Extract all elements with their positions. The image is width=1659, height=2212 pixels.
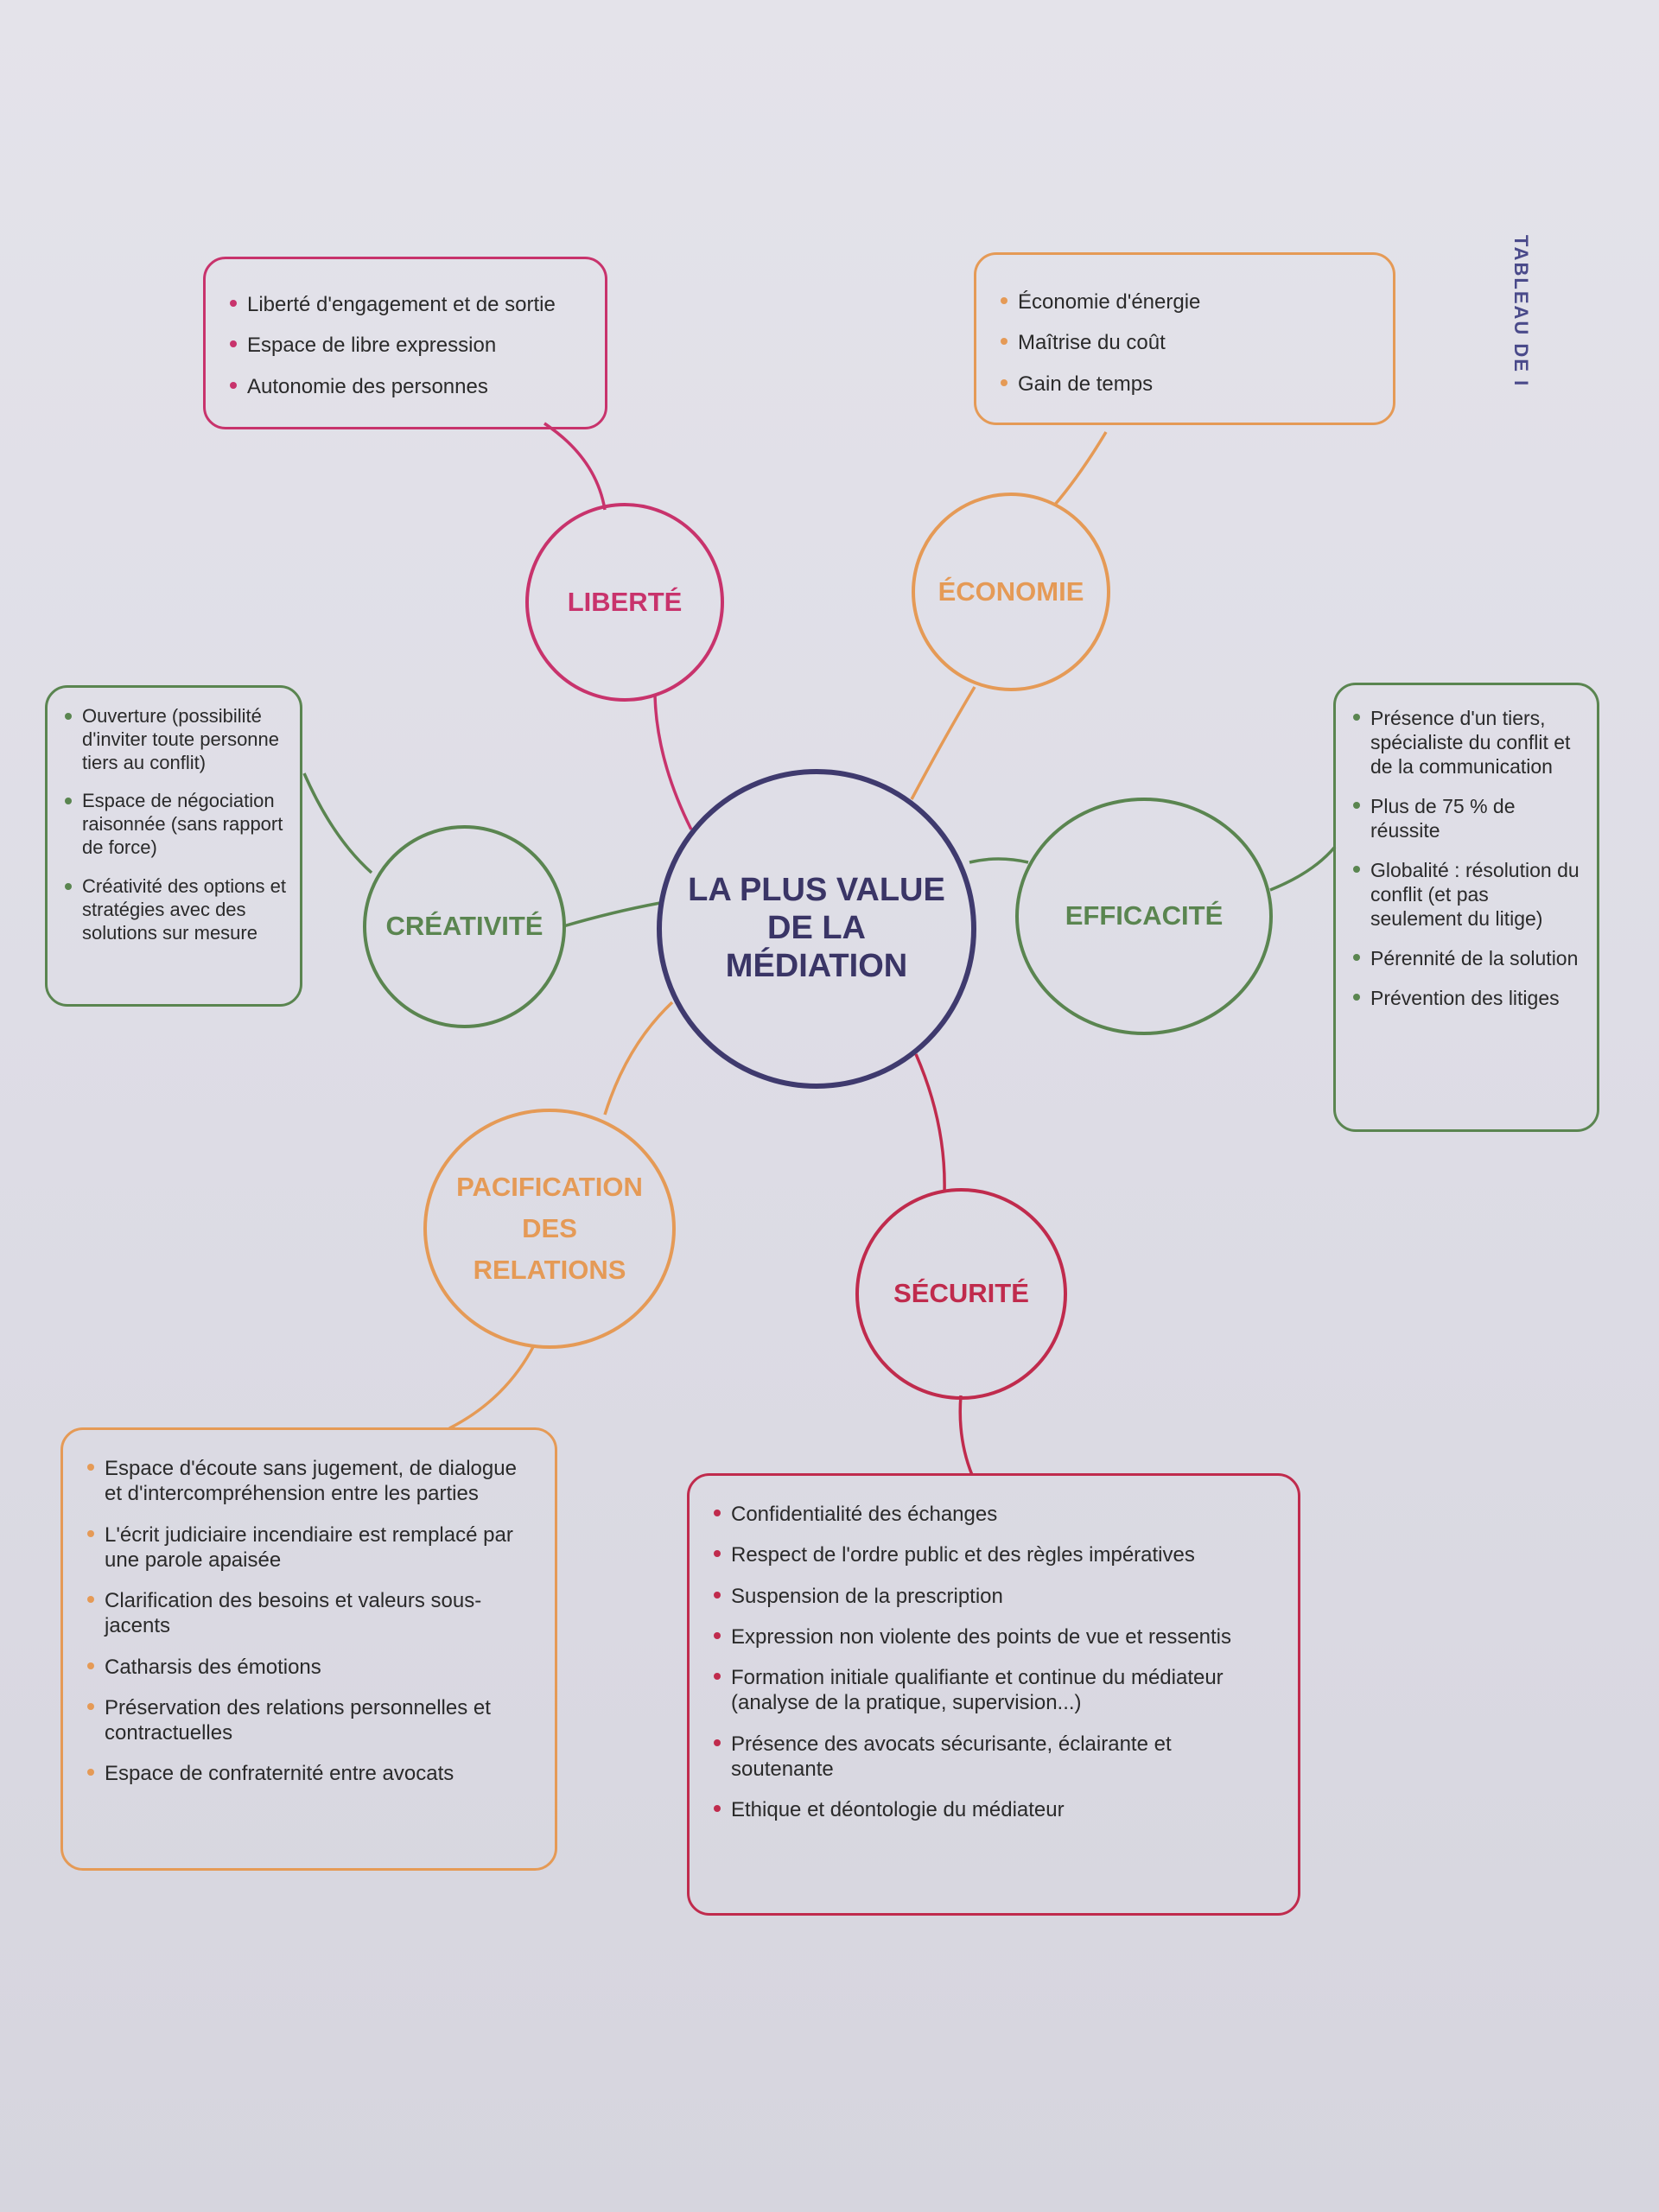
node-creativite-label: CRÉATIVITÉ — [385, 911, 543, 942]
securite-item: Présence des avocats sécurisante, éclair… — [712, 1732, 1277, 1783]
liberte-item: Liberté d'engagement et de sortie — [228, 292, 588, 317]
economie-item: Gain de temps — [999, 372, 1376, 397]
side-label-text: TABLEAU DE I — [1510, 234, 1532, 388]
connector-creativite-box — [302, 772, 373, 874]
node-efficacite: EFFICACITÉ — [1015, 798, 1273, 1035]
node-liberte: LIBERTÉ — [525, 503, 724, 702]
connector-pacification-box — [448, 1344, 536, 1430]
pacification-item: Catharsis des émotions — [86, 1655, 534, 1680]
pacification-item: Espace de confraternité entre avocats — [86, 1761, 534, 1786]
efficacite-item: Pérennité de la solution — [1351, 946, 1585, 970]
pacification-item: Espace d'écoute sans jugement, de dialog… — [86, 1456, 534, 1507]
connector-creativite-center — [563, 901, 661, 928]
efficacite-item: Présence d'un tiers, spécialiste du conf… — [1351, 706, 1585, 779]
node-efficacite-label: EFFICACITÉ — [1065, 900, 1224, 931]
liberte-item: Autonomie des personnes — [228, 374, 588, 399]
center-node: LA PLUS VALUE DE LA MÉDIATION — [657, 769, 976, 1089]
box-efficacite: Présence d'un tiers, spécialiste du conf… — [1333, 683, 1599, 1132]
securite-item: Confidentialité des échanges — [712, 1502, 1277, 1527]
connector-economie-box — [1052, 431, 1108, 507]
creativite-item: Espace de négociation raisonnée (sans ra… — [63, 790, 288, 859]
connector-efficacite-box — [1269, 845, 1337, 892]
securite-item: Ethique et déontologie du médiateur — [712, 1797, 1277, 1822]
box-creativite: Ouverture (possibilité d'inviter toute p… — [45, 685, 302, 1007]
connector-liberte-box — [543, 422, 607, 511]
node-pacification-label: PACIFICATION DES RELATIONS — [456, 1171, 643, 1286]
node-securite-label: SÉCURITÉ — [893, 1278, 1029, 1309]
connector-efficacite-center — [969, 857, 1029, 864]
pacification-item: Préservation des relations personnelles … — [86, 1695, 534, 1746]
pacification-item: Clarification des besoins et valeurs sou… — [86, 1588, 534, 1639]
creativite-item: Créativité des options et stratégies ave… — [63, 875, 288, 944]
node-pacification: PACIFICATION DES RELATIONS — [423, 1109, 676, 1349]
node-economie-label: ÉCONOMIE — [938, 575, 1084, 607]
securite-item: Respect de l'ordre public et des règles … — [712, 1542, 1277, 1567]
efficacite-item: Plus de 75 % de réussite — [1351, 794, 1585, 842]
securite-item: Expression non violente des points de vu… — [712, 1624, 1277, 1649]
node-creativite: CRÉATIVITÉ — [363, 825, 566, 1028]
connector-economie-center — [910, 686, 976, 800]
economie-item: Maîtrise du coût — [999, 330, 1376, 355]
center-label: LA PLUS VALUE DE LA MÉDIATION — [688, 872, 945, 984]
creativite-item: Ouverture (possibilité d'inviter toute p… — [63, 705, 288, 774]
efficacite-item: Prévention des litiges — [1351, 986, 1585, 1010]
connector-securite-box — [958, 1395, 974, 1476]
securite-item: Formation initiale qualifiante et contin… — [712, 1665, 1277, 1716]
economie-item: Économie d'énergie — [999, 289, 1376, 315]
box-securite: Confidentialité des échanges Respect de … — [687, 1473, 1300, 1916]
box-economie: Économie d'énergie Maîtrise du coût Gain… — [974, 252, 1395, 425]
connector-pacification-center — [603, 1001, 674, 1116]
liberte-item: Espace de libre expression — [228, 333, 588, 358]
efficacite-item: Globalité : résolution du conflit (et pa… — [1351, 858, 1585, 931]
securite-item: Suspension de la prescription — [712, 1584, 1277, 1609]
box-pacification: Espace d'écoute sans jugement, de dialog… — [60, 1427, 557, 1871]
side-label: TABLEAU DE I — [1486, 207, 1555, 415]
connector-securite-center — [914, 1053, 946, 1193]
box-liberte: Liberté d'engagement et de sortie Espace… — [203, 257, 607, 429]
node-liberte-label: LIBERTÉ — [567, 586, 683, 617]
pacification-item: L'écrit judiciaire incendiaire est rempl… — [86, 1522, 534, 1573]
connector-liberte-center — [653, 695, 693, 830]
node-securite: SÉCURITÉ — [855, 1188, 1067, 1400]
node-economie: ÉCONOMIE — [912, 493, 1110, 691]
